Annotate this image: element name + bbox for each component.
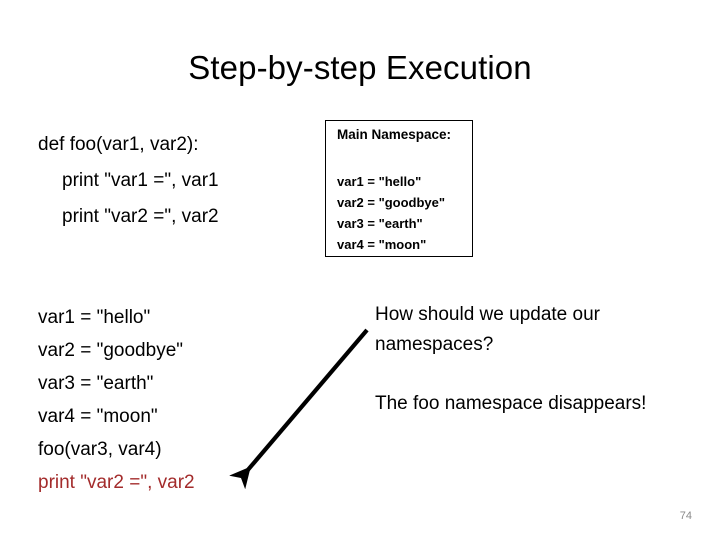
code-line: print "var2 =", var2: [62, 206, 219, 227]
code-line: foo(var3, var4): [38, 439, 162, 460]
page-number: 74: [679, 510, 692, 522]
code-line: var4 = "moon": [38, 406, 158, 427]
namespace-entries-list: var1 = "hello" var2 = "goodbye" var3 = "…: [337, 171, 445, 255]
note-answer: The foo namespace disappears!: [375, 393, 647, 414]
namespace-box-title: Main Namespace:: [337, 127, 452, 142]
page-title: Step-by-step Execution: [188, 49, 532, 86]
namespace-entry: var4 = "moon": [337, 237, 427, 252]
code-line: print "var1 =", var1: [62, 170, 219, 191]
code-line: def foo(var1, var2):: [38, 134, 199, 155]
namespace-entry: var3 = "earth": [337, 216, 423, 231]
code-line: var1 = "hello": [38, 307, 151, 328]
function-definition-block: def foo(var1, var2): print "var1 =", var…: [38, 127, 219, 235]
main-namespace-box: Main Namespace: var1 = "hello" var2 = "g…: [325, 120, 473, 257]
namespace-entry: var1 = "hello": [337, 174, 422, 189]
namespace-entry: var2 = "goodbye": [337, 195, 446, 210]
note-question: How should we update our namespaces?: [375, 304, 600, 355]
pointer-arrow: [229, 328, 369, 490]
code-line: var2 = "goodbye": [38, 340, 184, 361]
code-line: var3 = "earth": [38, 373, 154, 394]
code-line-highlighted: print "var2 =", var2: [38, 472, 195, 493]
main-program-block: var1 = "hello" var2 = "goodbye" var3 = "…: [38, 301, 195, 499]
